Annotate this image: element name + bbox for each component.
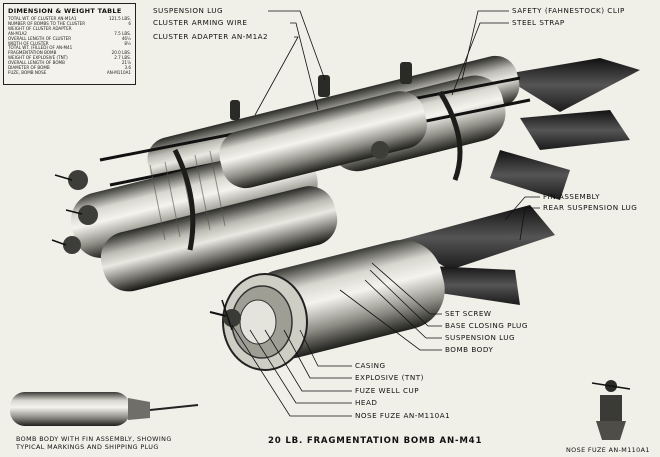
- table-row: TOTAL WT. OF CLUSTER AN-M1A1 121.5 LBS.: [8, 16, 131, 22]
- bomb-fin-upper: [400, 205, 555, 270]
- dimension-weight-table: DIMENSION & WEIGHT TABLE TOTAL WT. OF CL…: [3, 3, 136, 85]
- single-bomb-cutaway: [209, 205, 555, 371]
- table-row-label: OVERALL LENGTH OF CLUSTER: [8, 35, 72, 41]
- label-suspension-lug-cluster: SUSPENSION LUG: [153, 6, 224, 15]
- table-row: DIAMETER OF BOMB 3.6: [8, 65, 131, 71]
- table-row: OVERALL LENGTH OF BOMB 21⅞: [8, 60, 131, 66]
- table-row-value: 21⅞: [121, 60, 131, 66]
- table-row: FRAGMENTATION BOMB 20.0 LBS.: [8, 50, 131, 56]
- table-row: FUZE, BOMB NOSE AN-M110A1: [8, 69, 131, 76]
- table-row-value: 6: [128, 20, 131, 26]
- table-row-label: OVERALL LENGTH OF BOMB: [8, 60, 65, 66]
- table-row-label: WEIGHT OF CLUSTER ADAPTER: [8, 25, 72, 31]
- label-cluster-arming-wire: CLUSTER ARMING WIRE: [153, 18, 248, 27]
- cluster-fin-lower: [490, 150, 570, 200]
- diagram-title: 20 LB. FRAGMENTATION BOMB AN-M41: [268, 436, 483, 446]
- table-row-value: 7.5 LBS.: [114, 30, 131, 36]
- table-row-label: TOTAL WT. OF CLUSTER AN-M1A1: [8, 16, 77, 21]
- label-set-screw: SET SCREW: [445, 309, 492, 318]
- caption-right: NOSE FUZE AN-M110A1: [566, 446, 650, 454]
- table-row-value: AN-M110A1: [106, 69, 131, 75]
- table-row-label: NUMBER OF BOMBS TO THE CLUSTER: [8, 20, 86, 26]
- table-row-label: WIDTH OF CLUSTER: [8, 40, 49, 46]
- nose-fuze-detail: [591, 380, 631, 440]
- label-steel-strap: STEEL STRAP: [512, 18, 565, 27]
- label-safety-clip: SAFETY (FAHNESTOCK) CLIP: [512, 6, 625, 15]
- table-row-label: WEIGHT OF EXPLOSIVE (TNT): [8, 55, 68, 61]
- leader-lines: [231, 10, 540, 417]
- table-row: NUMBER OF BOMBS TO THE CLUSTER 6: [8, 20, 131, 27]
- table-row-value: 20.0 LBS.: [111, 50, 131, 56]
- label-head: HEAD: [355, 398, 378, 407]
- label-nose-fuze: NOSE FUZE AN-M110A1: [355, 411, 451, 420]
- table-title: DIMENSION & WEIGHT TABLE: [8, 7, 122, 15]
- table-row: AN-M1A2 7.5 LBS.: [8, 30, 131, 37]
- bomb-with-fins-side-view: [10, 392, 199, 426]
- table-row-value: 46½: [121, 35, 131, 41]
- table-row: WEIGHT OF CLUSTER ADAPTER: [8, 25, 131, 32]
- caption-left-line-2: TYPICAL MARKINGS AND SHIPPING PLUG: [16, 443, 159, 451]
- cluster-assembly: [51, 55, 640, 292]
- table-row-value: 8½: [124, 40, 131, 46]
- table-row-label: AN-M1A2: [8, 30, 27, 36]
- label-explosive: EXPLOSIVE (TNT): [355, 373, 424, 382]
- table-row-label: FUZE, BOMB NOSE: [8, 69, 47, 75]
- cluster-fin-upper: [500, 58, 640, 112]
- table-row: WEIGHT OF EXPLOSIVE (TNT) 2.7 LBS.: [8, 55, 131, 61]
- label-fin-assembly: FIN ASSEMBLY: [543, 192, 601, 201]
- label-fuze-well-cup: FUZE WELL CUP: [355, 386, 420, 395]
- label-rear-suspension-lug: REAR SUSPENSION LUG: [543, 203, 638, 212]
- label-suspension-lug: SUSPENSION LUG: [445, 333, 516, 342]
- table-row-value: 2.7 LBS.: [114, 55, 131, 61]
- table-row: WIDTH OF CLUSTER 8½: [8, 40, 131, 47]
- label-cluster-adapter: CLUSTER ADAPTER AN-M1A2: [153, 32, 269, 41]
- table-row-label: DIAMETER OF BOMB: [8, 65, 50, 71]
- label-bomb-body: BOMB BODY: [445, 345, 494, 354]
- table-row: OVERALL LENGTH OF CLUSTER 46½: [8, 35, 131, 42]
- table-row-label: TOTAL WT. (FILLED) OF AN-M41: [8, 45, 73, 51]
- table-row-value: 3.6: [124, 65, 131, 71]
- table-row: TOTAL WT. (FILLED) OF AN-M41: [8, 46, 131, 51]
- table-row-label: FRAGMENTATION BOMB: [8, 50, 57, 56]
- cluster-fin-mid: [520, 110, 630, 150]
- label-casing: CASING: [355, 361, 386, 370]
- label-base-closing-plug: BASE CLOSING PLUG: [445, 321, 528, 330]
- caption-left-line-1: BOMB BODY WITH FIN ASSEMBLY, SHOWING: [16, 435, 172, 443]
- table-row-value: 121.5 LBS.: [109, 16, 131, 21]
